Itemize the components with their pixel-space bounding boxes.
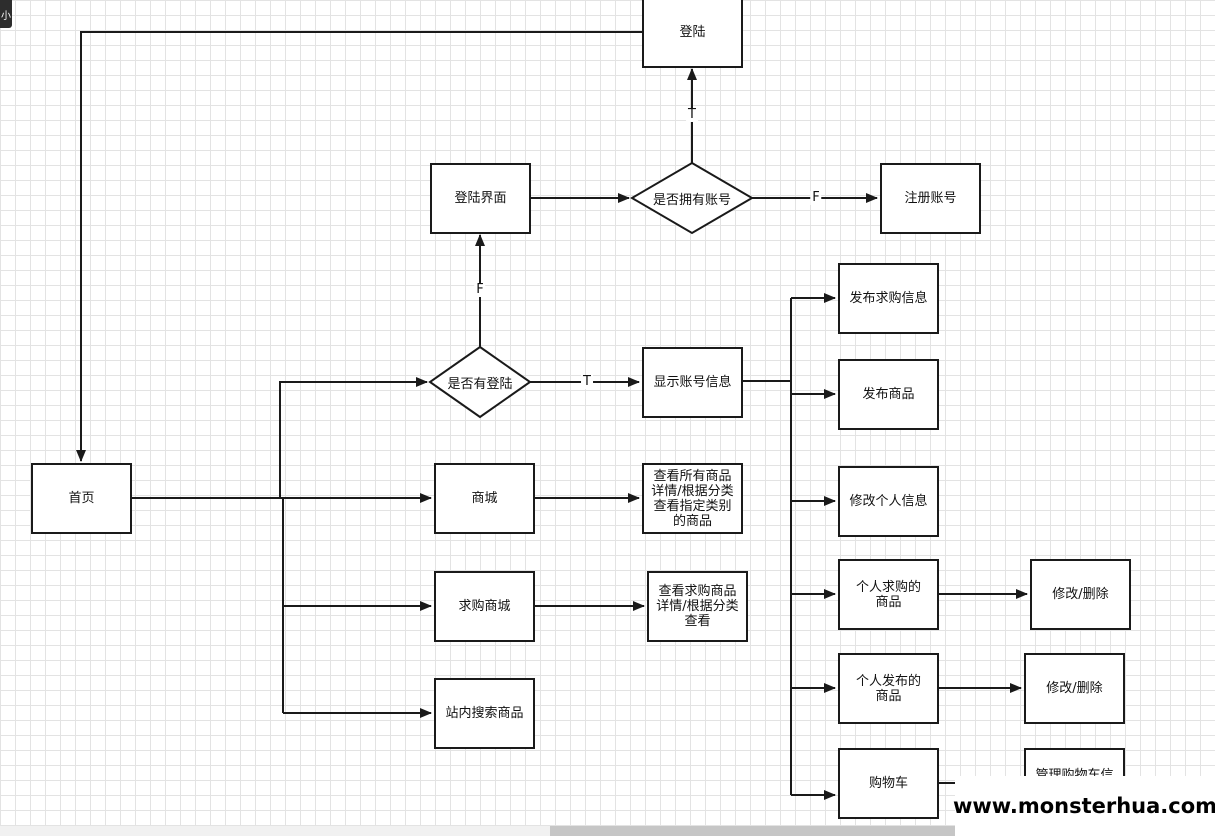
node-publish-wanted[interactable]: 发布求购信息 — [838, 263, 939, 334]
diamond-has-account — [630, 161, 754, 235]
node-my-wanted[interactable]: 个人求购的商品 — [838, 559, 939, 630]
node-view-all-goods[interactable]: 查看所有商品详情/根据分类查看指定类别的商品 — [642, 463, 743, 534]
node-wanted-mall[interactable]: 求购商城 — [434, 571, 535, 642]
node-register[interactable]: 注册账号 — [880, 163, 981, 234]
edge-label-has-account-true: T — [686, 107, 698, 122]
edge-label-logged-in-false: F — [474, 282, 486, 297]
node-login[interactable]: 登陆 — [642, 0, 743, 68]
horizontal-scrollbar-track[interactable] — [0, 826, 955, 836]
node-publish-goods[interactable]: 发布商品 — [838, 359, 939, 430]
diamond-is-logged-in — [428, 345, 532, 419]
node-cart[interactable]: 购物车 — [838, 748, 939, 819]
corner-tag: 小 — [0, 0, 12, 28]
watermark-text: www.monsterhua.com — [953, 776, 1215, 836]
node-home[interactable]: 首页 — [31, 463, 132, 534]
diamond-label-has-account: 是否拥有账号 — [652, 192, 731, 208]
edge-label-has-account-false: F — [810, 190, 822, 205]
edge-login-to-home — [76, 31, 642, 462]
horizontal-scrollbar-thumb[interactable] — [550, 826, 955, 836]
node-login-page[interactable]: 登陆界面 — [430, 163, 531, 234]
node-edit-delete-1[interactable]: 修改/删除 — [1030, 559, 1131, 630]
node-edit-delete-2[interactable]: 修改/删除 — [1024, 653, 1125, 724]
node-view-wanted[interactable]: 查看求购商品详情/根据分类查看 — [647, 571, 748, 642]
edge-label-logged-in-true: T — [581, 374, 593, 389]
node-show-account[interactable]: 显示账号信息 — [642, 347, 743, 418]
edge-home-to-logged-in — [279, 377, 428, 498]
node-mall[interactable]: 商城 — [434, 463, 535, 534]
node-my-published[interactable]: 个人发布的商品 — [838, 653, 939, 724]
node-site-search[interactable]: 站内搜索商品 — [434, 678, 535, 749]
node-edit-profile[interactable]: 修改个人信息 — [838, 466, 939, 537]
diamond-label-is-logged-in: 是否有登陆 — [447, 376, 513, 392]
